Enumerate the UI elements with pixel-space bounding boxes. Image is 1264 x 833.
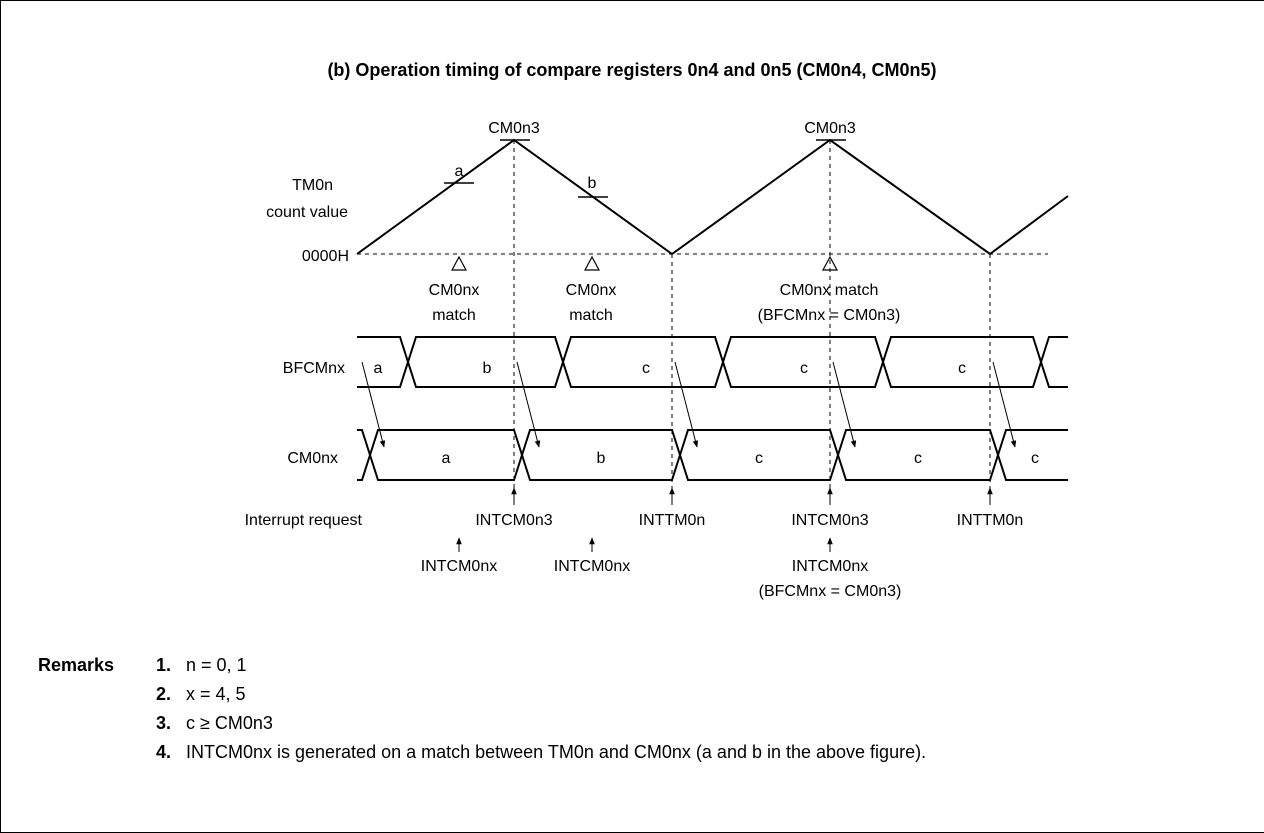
remarks-heading: Remarks bbox=[38, 655, 115, 675]
cm0nx-value-1: a bbox=[442, 450, 451, 467]
cm0nx-value-2: b bbox=[597, 450, 606, 467]
remark-text: x = 4, 5 bbox=[186, 684, 246, 704]
figure-title: (b) Operation timing of compare register… bbox=[327, 60, 937, 80]
match1-label-2: match bbox=[432, 307, 476, 324]
transfer-arrows bbox=[361, 361, 1017, 448]
tm0n-count-wave bbox=[356, 138, 1069, 256]
remark-row-1: Remarks 1. n = 0, 1 bbox=[0, 654, 1264, 680]
cm0nx-value-5: c bbox=[1031, 450, 1039, 467]
tm0n-label-1: TM0n bbox=[292, 177, 333, 194]
match3-label-2: (BFCMnx = CM0n3) bbox=[758, 307, 901, 324]
match-triangle-3 bbox=[821, 255, 839, 271]
bfcmnx-value-5: c bbox=[958, 360, 966, 377]
intcm0nx-label-3-sub: (BFCMnx = CM0n3) bbox=[759, 583, 902, 600]
intcm0nx-label-2: INTCM0nx bbox=[554, 558, 630, 575]
remark-row-2: 2. x = 4, 5 bbox=[0, 683, 1264, 709]
peak1-label: CM0n3 bbox=[488, 120, 540, 137]
int-label-4: INTTM0n bbox=[957, 512, 1024, 529]
match-triangle-2 bbox=[583, 255, 601, 271]
cm0nx-bus bbox=[357, 429, 1068, 481]
bfcmnx-value-3: c bbox=[642, 360, 650, 377]
int-label-3: INTCM0n3 bbox=[791, 512, 868, 529]
remark-number: 3. bbox=[155, 713, 171, 733]
cm0nx-label: CM0nx bbox=[287, 450, 338, 467]
remark-text: INTCM0nx is generated on a match between… bbox=[186, 742, 927, 762]
cm0nx-value-3: c bbox=[755, 450, 763, 467]
match3-label-1: CM0nx match bbox=[780, 282, 879, 299]
remark-row-3: 3. c ≥ CM0n3 bbox=[0, 712, 1264, 738]
match2-label-1: CM0nx bbox=[566, 282, 617, 299]
mark-a-label: a bbox=[455, 163, 464, 180]
bfcmnx-value-1: a bbox=[374, 360, 383, 377]
bfcmnx-bus bbox=[357, 336, 1068, 388]
intcm0nx-label-1: INTCM0nx bbox=[421, 558, 497, 575]
int-label-1: INTCM0n3 bbox=[475, 512, 552, 529]
remark-row-4: 4. INTCM0nx is generated on a match betw… bbox=[0, 741, 1264, 767]
cm0nx-value-4: c bbox=[914, 450, 922, 467]
bfcmnx-value-4: c bbox=[800, 360, 808, 377]
remark-text: c ≥ CM0n3 bbox=[186, 713, 273, 733]
match1-label-1: CM0nx bbox=[429, 282, 480, 299]
match-triangle-1 bbox=[450, 255, 468, 271]
intcm0nx-label-3: INTCM0nx bbox=[792, 558, 868, 575]
zero-label: 0000H bbox=[302, 248, 349, 265]
remark-text: n = 0, 1 bbox=[186, 655, 247, 675]
remark-number: 1. bbox=[155, 655, 171, 675]
remark-number: 4. bbox=[155, 742, 171, 762]
bfcmnx-value-2: b bbox=[483, 360, 492, 377]
interrupt-label: Interrupt request bbox=[245, 512, 363, 529]
peak2-label: CM0n3 bbox=[804, 120, 856, 137]
int-label-2: INTTM0n bbox=[639, 512, 706, 529]
interrupt-arrows bbox=[456, 487, 993, 552]
remark-number: 2. bbox=[155, 684, 171, 704]
match2-label-2: match bbox=[569, 307, 613, 324]
bfcmnx-label: BFCMnx bbox=[283, 360, 345, 377]
mark-b-label: b bbox=[588, 175, 597, 192]
timing-diagram: TM0n count value 0000H BFCMnx CM0nx Inte… bbox=[245, 120, 1069, 600]
tm0n-label-2: count value bbox=[266, 204, 348, 221]
